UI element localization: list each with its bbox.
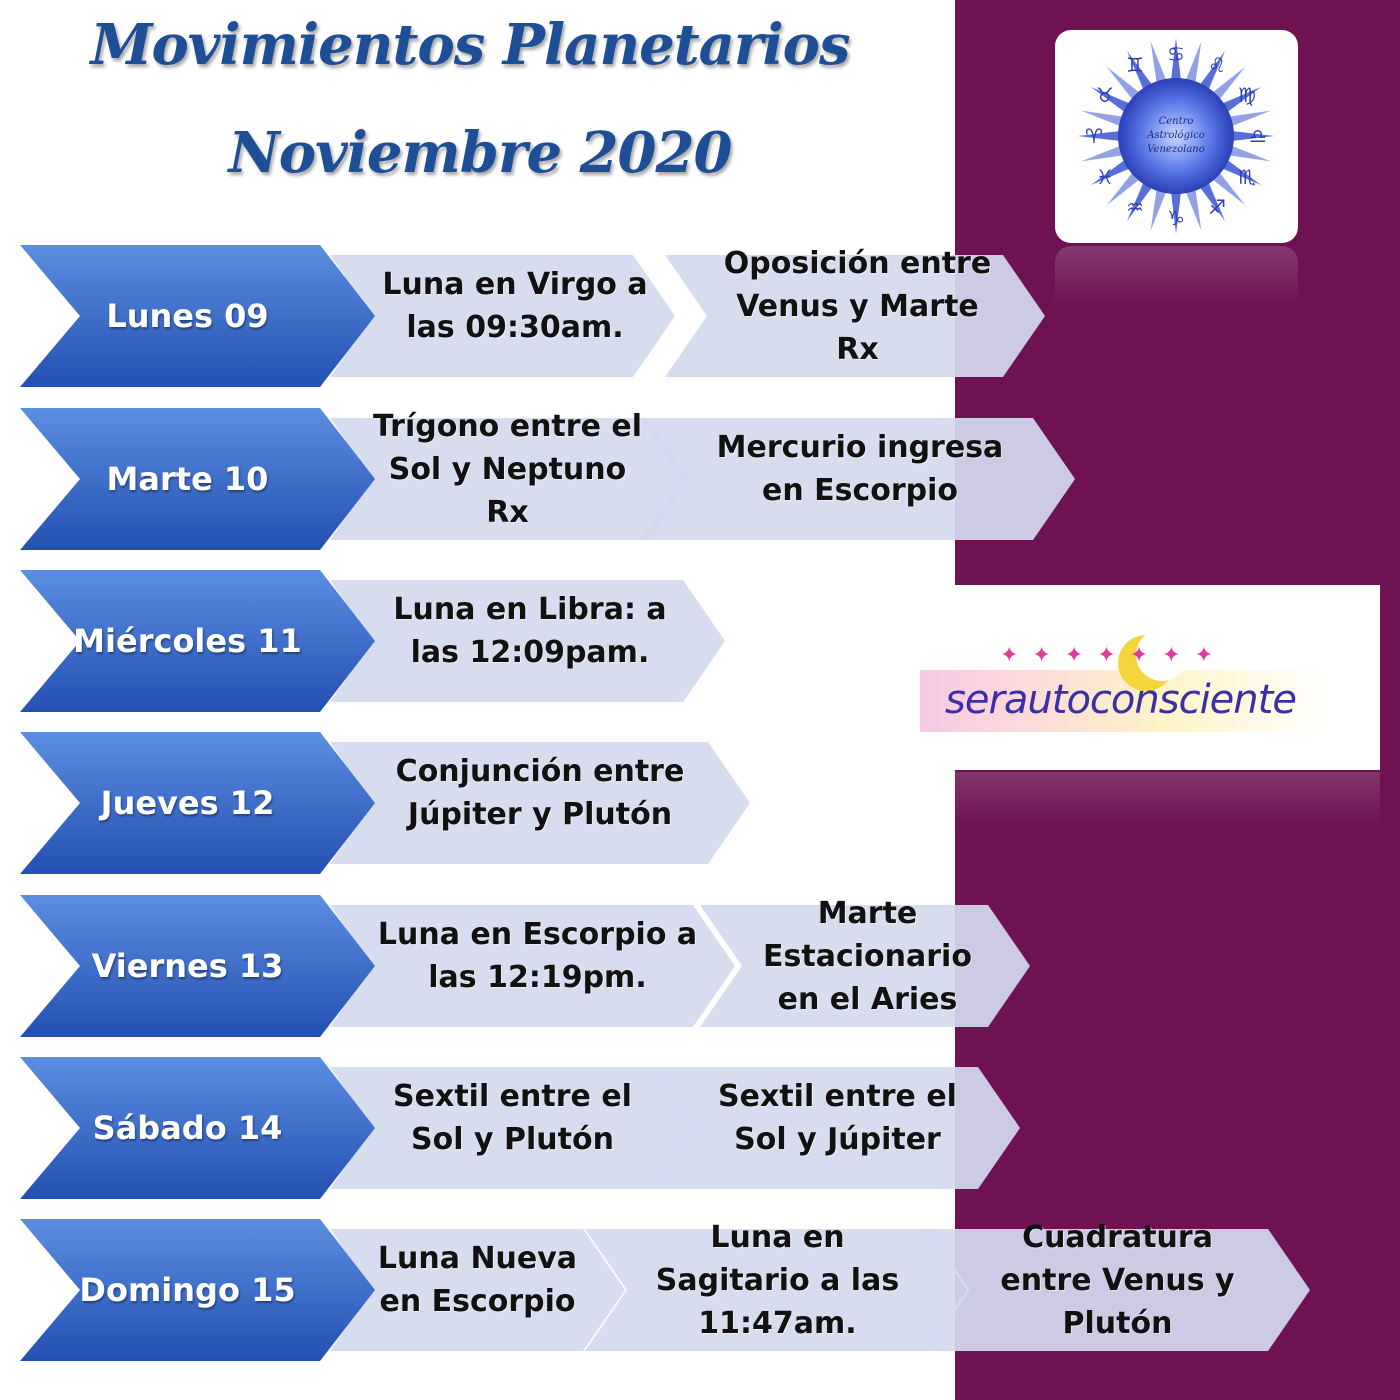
logo-text-line: Centro: [1159, 116, 1194, 127]
zodiac-glyph-icon: ♌: [1208, 53, 1226, 77]
day-chevron: [20, 1057, 375, 1199]
day-row: Luna en Escorpio a las 12:19pm. Marte Est…: [0, 895, 1400, 1040]
event-text: Sextil entre el Sol y Júpiter: [718, 1079, 957, 1157]
day-label: Miércoles 11: [73, 622, 302, 660]
day-label: Domingo 15: [79, 1271, 296, 1309]
day-row: Luna Nueva en Escorpio Luna en Sagitario …: [0, 1219, 1400, 1364]
serautoconsciente-logo: ✦✦✦✦✦✦✦ serautoconsciente: [880, 585, 1380, 770]
zodiac-glyph-icon: ♎: [1249, 124, 1267, 148]
event-chevron: [665, 255, 1045, 377]
day-chevron: [20, 895, 375, 1037]
page-subtitle: Noviembre 2020: [228, 120, 733, 186]
event-text: Trígono entre el Sol y Neptuno Rx: [372, 408, 642, 530]
logo-text-line: Astrológico: [1146, 130, 1205, 141]
day-row: Conjunción entre Júpiter y Plutón Jueves …: [0, 732, 1400, 877]
zodiac-sun-wheel-icon: Centro Astrológico Venezolano ♈ ♉ ♊ ♋ ♌ ♍ ♎ ♏ ♐ ♑…: [1078, 38, 1274, 234]
event-chevron: [330, 1067, 695, 1189]
day-row: Sextil entre el Sol y Plutón Sextil entre…: [0, 1057, 1400, 1202]
event-chevron: [330, 742, 750, 864]
zodiac-glyph-icon: ♉: [1096, 83, 1114, 107]
event-chevron: [585, 1229, 970, 1351]
day-chevron: [20, 408, 375, 550]
logo-text-line: Venezolano: [1147, 144, 1205, 155]
zodiac-glyph-icon: ♐: [1208, 195, 1226, 219]
event-text: Luna en Escorpio a las 12:19pm.: [377, 917, 698, 995]
day-chevron: [20, 1219, 375, 1361]
event-text: Oposición entre Venus y Marte Rx: [723, 245, 992, 367]
day-chevron: [20, 570, 375, 712]
event-text: Mercurio ingresa en Escorpio: [716, 430, 1004, 508]
event-text: Sextil entre el Sol y Plutón: [393, 1079, 632, 1157]
zodiac-glyph-icon: ♏: [1238, 165, 1256, 189]
day-label: Jueves 12: [100, 784, 275, 822]
zodiac-glyph-icon: ♊: [1126, 53, 1144, 77]
event-text: Luna en Virgo a las 09:30am.: [382, 267, 648, 345]
zodiac-glyph-icon: ♋: [1167, 42, 1185, 66]
event-chevron: [925, 1229, 1310, 1351]
day-chevron: [20, 245, 375, 387]
day-row: Luna en Virgo a las 09:30am. Oposición en…: [0, 245, 1400, 390]
event-chevron: [330, 905, 735, 1027]
event-text: Luna Nueva en Escorpio: [377, 1241, 578, 1319]
day-label: Viernes 13: [91, 947, 284, 985]
event-chevron: [330, 1229, 625, 1351]
day-label: Marte 10: [106, 460, 269, 498]
event-text: Luna en Libra: a las 12:09pam.: [393, 592, 667, 670]
page-title: Movimientos Planetarios: [90, 12, 850, 78]
event-chevron: [330, 580, 725, 702]
zodiac-glyph-icon: ♑: [1167, 206, 1185, 230]
centro-astrologico-logo: Centro Astrológico Venezolano ♈ ♉ ♊ ♋ ♌ ♍ ♎ ♏ ♐ ♑…: [1055, 30, 1298, 243]
zodiac-glyph-icon: ♈: [1085, 124, 1103, 148]
event-chevron: [330, 255, 675, 377]
zodiac-glyph-icon: ♓: [1096, 165, 1114, 189]
event-text: Luna en Sagitario a las 11:47am.: [655, 1219, 900, 1341]
day-label: Lunes 09: [106, 297, 269, 335]
brand-reflection: [940, 772, 1380, 827]
event-chevron: [640, 418, 1075, 540]
event-text: Conjunción entre Júpiter y Plutón: [395, 754, 685, 832]
day-row: Trígono entre el Sol y Neptuno Rx Mercuri…: [0, 408, 1400, 553]
stars-icon: ✦✦✦✦✦✦✦: [1000, 643, 1228, 668]
event-chevron: [650, 1067, 1020, 1189]
day-label: Sábado 14: [92, 1109, 283, 1147]
event-text: Marte Estacionario en el Aries: [763, 895, 972, 1017]
event-text: Cuadratura entre Venus y Plutón: [1000, 1219, 1235, 1341]
logo-reflection: [1055, 246, 1298, 306]
event-chevron: [700, 905, 1030, 1027]
event-chevron: [330, 418, 690, 540]
brand-text: serautoconsciente: [945, 677, 1297, 723]
day-chevron: [20, 732, 375, 874]
zodiac-glyph-icon: ♒: [1126, 195, 1144, 219]
day-row: Luna en Libra: a las 12:09pam. Miércoles …: [0, 570, 1400, 715]
zodiac-glyph-icon: ♍: [1238, 83, 1256, 107]
